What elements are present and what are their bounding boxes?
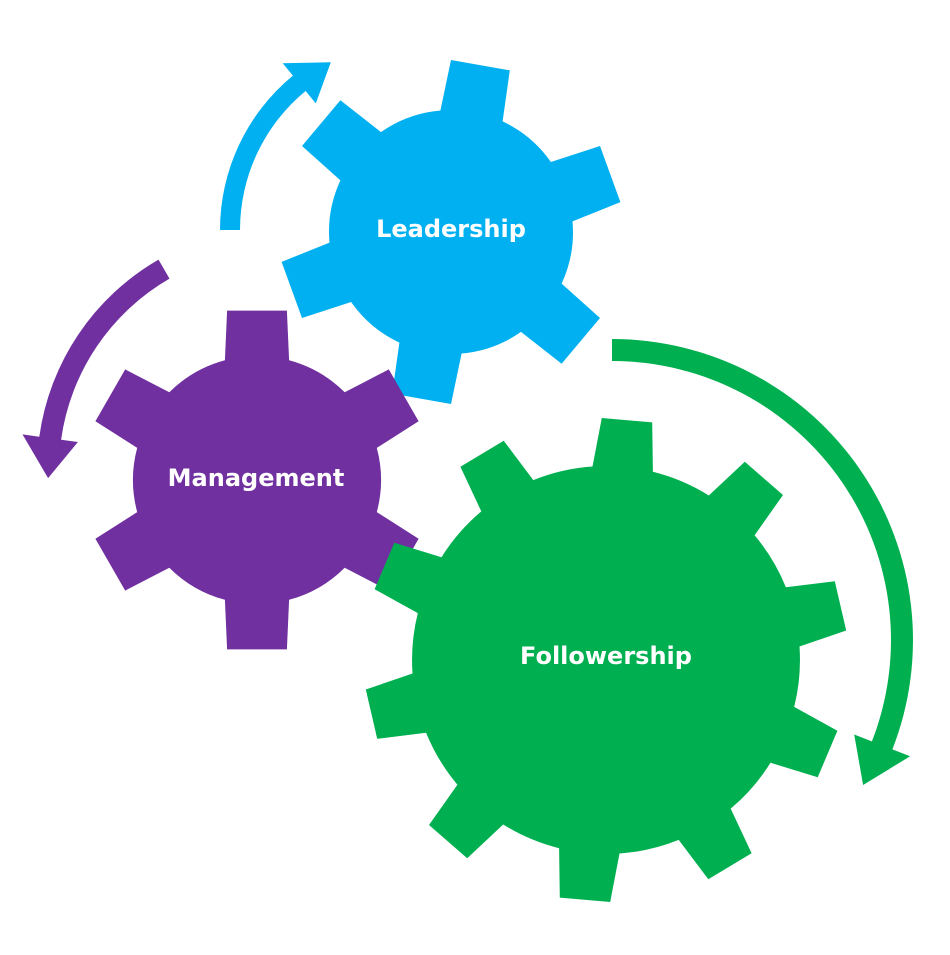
management-rotation-arrow-icon (22, 259, 170, 479)
followership-gear-shape (365, 418, 847, 902)
leadership-gear: Leadership (281, 60, 621, 404)
leadership-label: Leadership (376, 215, 526, 243)
management-label: Management (168, 464, 345, 492)
followership-rotation-arrow-icon (612, 339, 913, 785)
followership-gear: Followership (365, 418, 847, 902)
leadership-gear-shape (281, 60, 621, 404)
leadership-rotation-arrow-icon (220, 62, 331, 231)
management-gear-shape (95, 310, 419, 650)
followership-label: Followership (520, 642, 692, 670)
management-gear: Management (95, 310, 419, 650)
